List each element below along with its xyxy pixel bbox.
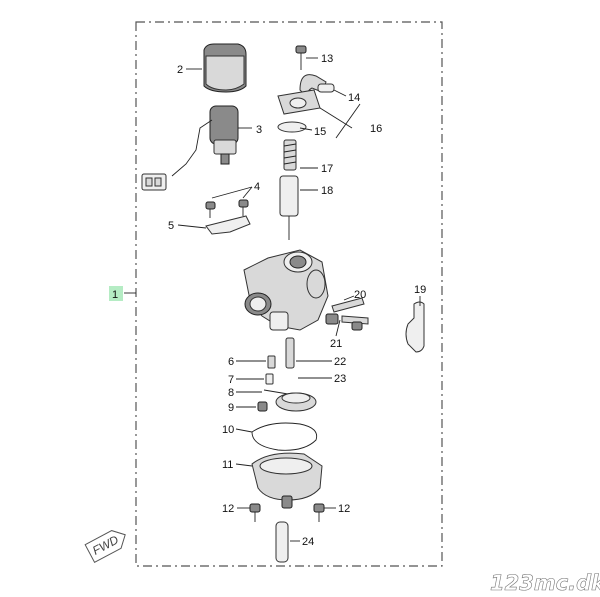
callout-2: 2 <box>177 64 183 76</box>
callout-17: 17 <box>321 163 333 175</box>
part-5-plate <box>205 215 251 235</box>
callout-10: 10 <box>222 424 234 436</box>
callout-4: 4 <box>254 181 260 193</box>
part-16-top-cap <box>277 89 321 115</box>
callout-labels: 1 2 3 4 5 6 7 8 9 10 11 12 12 13 14 15 1… <box>109 53 426 548</box>
part-10-gasket <box>251 422 318 451</box>
part-22-needle-jet <box>285 337 295 369</box>
callout-22: 22 <box>334 356 346 368</box>
part-18-throttle-valve <box>279 175 299 240</box>
callout-8: 8 <box>228 387 234 399</box>
callout-20: 20 <box>354 289 366 301</box>
carburetor-body <box>243 249 329 331</box>
callout-12-right: 12 <box>338 503 350 515</box>
leader-lines <box>124 57 421 542</box>
part-2-cap <box>203 43 247 93</box>
fwd-direction-marker: FWD <box>84 530 126 564</box>
callout-19: 19 <box>414 284 426 296</box>
watermark: 123mc.dk <box>490 571 600 595</box>
part-19-hose <box>405 301 425 353</box>
callout-18: 18 <box>321 185 333 197</box>
part-23-float <box>275 392 317 412</box>
part-14-cable-adjuster <box>299 74 335 97</box>
part-12-screws <box>249 503 325 522</box>
assembly-frame <box>135 21 443 567</box>
callout-15: 15 <box>314 126 326 138</box>
callout-16: 16 <box>370 123 382 135</box>
part-6-jet <box>267 355 276 369</box>
callout-14: 14 <box>348 92 360 104</box>
callout-7: 7 <box>228 374 234 386</box>
part-11-float-chamber <box>251 452 323 509</box>
callout-1-highlight <box>109 286 123 301</box>
callout-11: 11 <box>222 459 233 471</box>
part-13-screw <box>295 45 307 70</box>
part-7-jet <box>265 373 274 385</box>
part-17-spring <box>283 139 297 171</box>
part-9-screw <box>257 401 268 412</box>
callout-6: 6 <box>228 356 234 368</box>
callout-5: 5 <box>168 220 174 232</box>
callout-3: 3 <box>256 124 262 136</box>
callout-23: 23 <box>334 373 346 385</box>
callout-12-left: 12 <box>222 503 234 515</box>
callout-24: 24 <box>302 536 314 548</box>
part-15-gasket <box>277 121 307 133</box>
part-24-drain-hose <box>275 521 289 563</box>
part-21-springs <box>325 313 363 331</box>
part-3-autochoke <box>141 105 239 191</box>
callout-9: 9 <box>228 402 234 414</box>
callout-13: 13 <box>321 53 333 65</box>
part-4-screws <box>205 199 249 218</box>
callout-1: 1 <box>112 289 118 301</box>
callout-21: 21 <box>330 338 342 350</box>
